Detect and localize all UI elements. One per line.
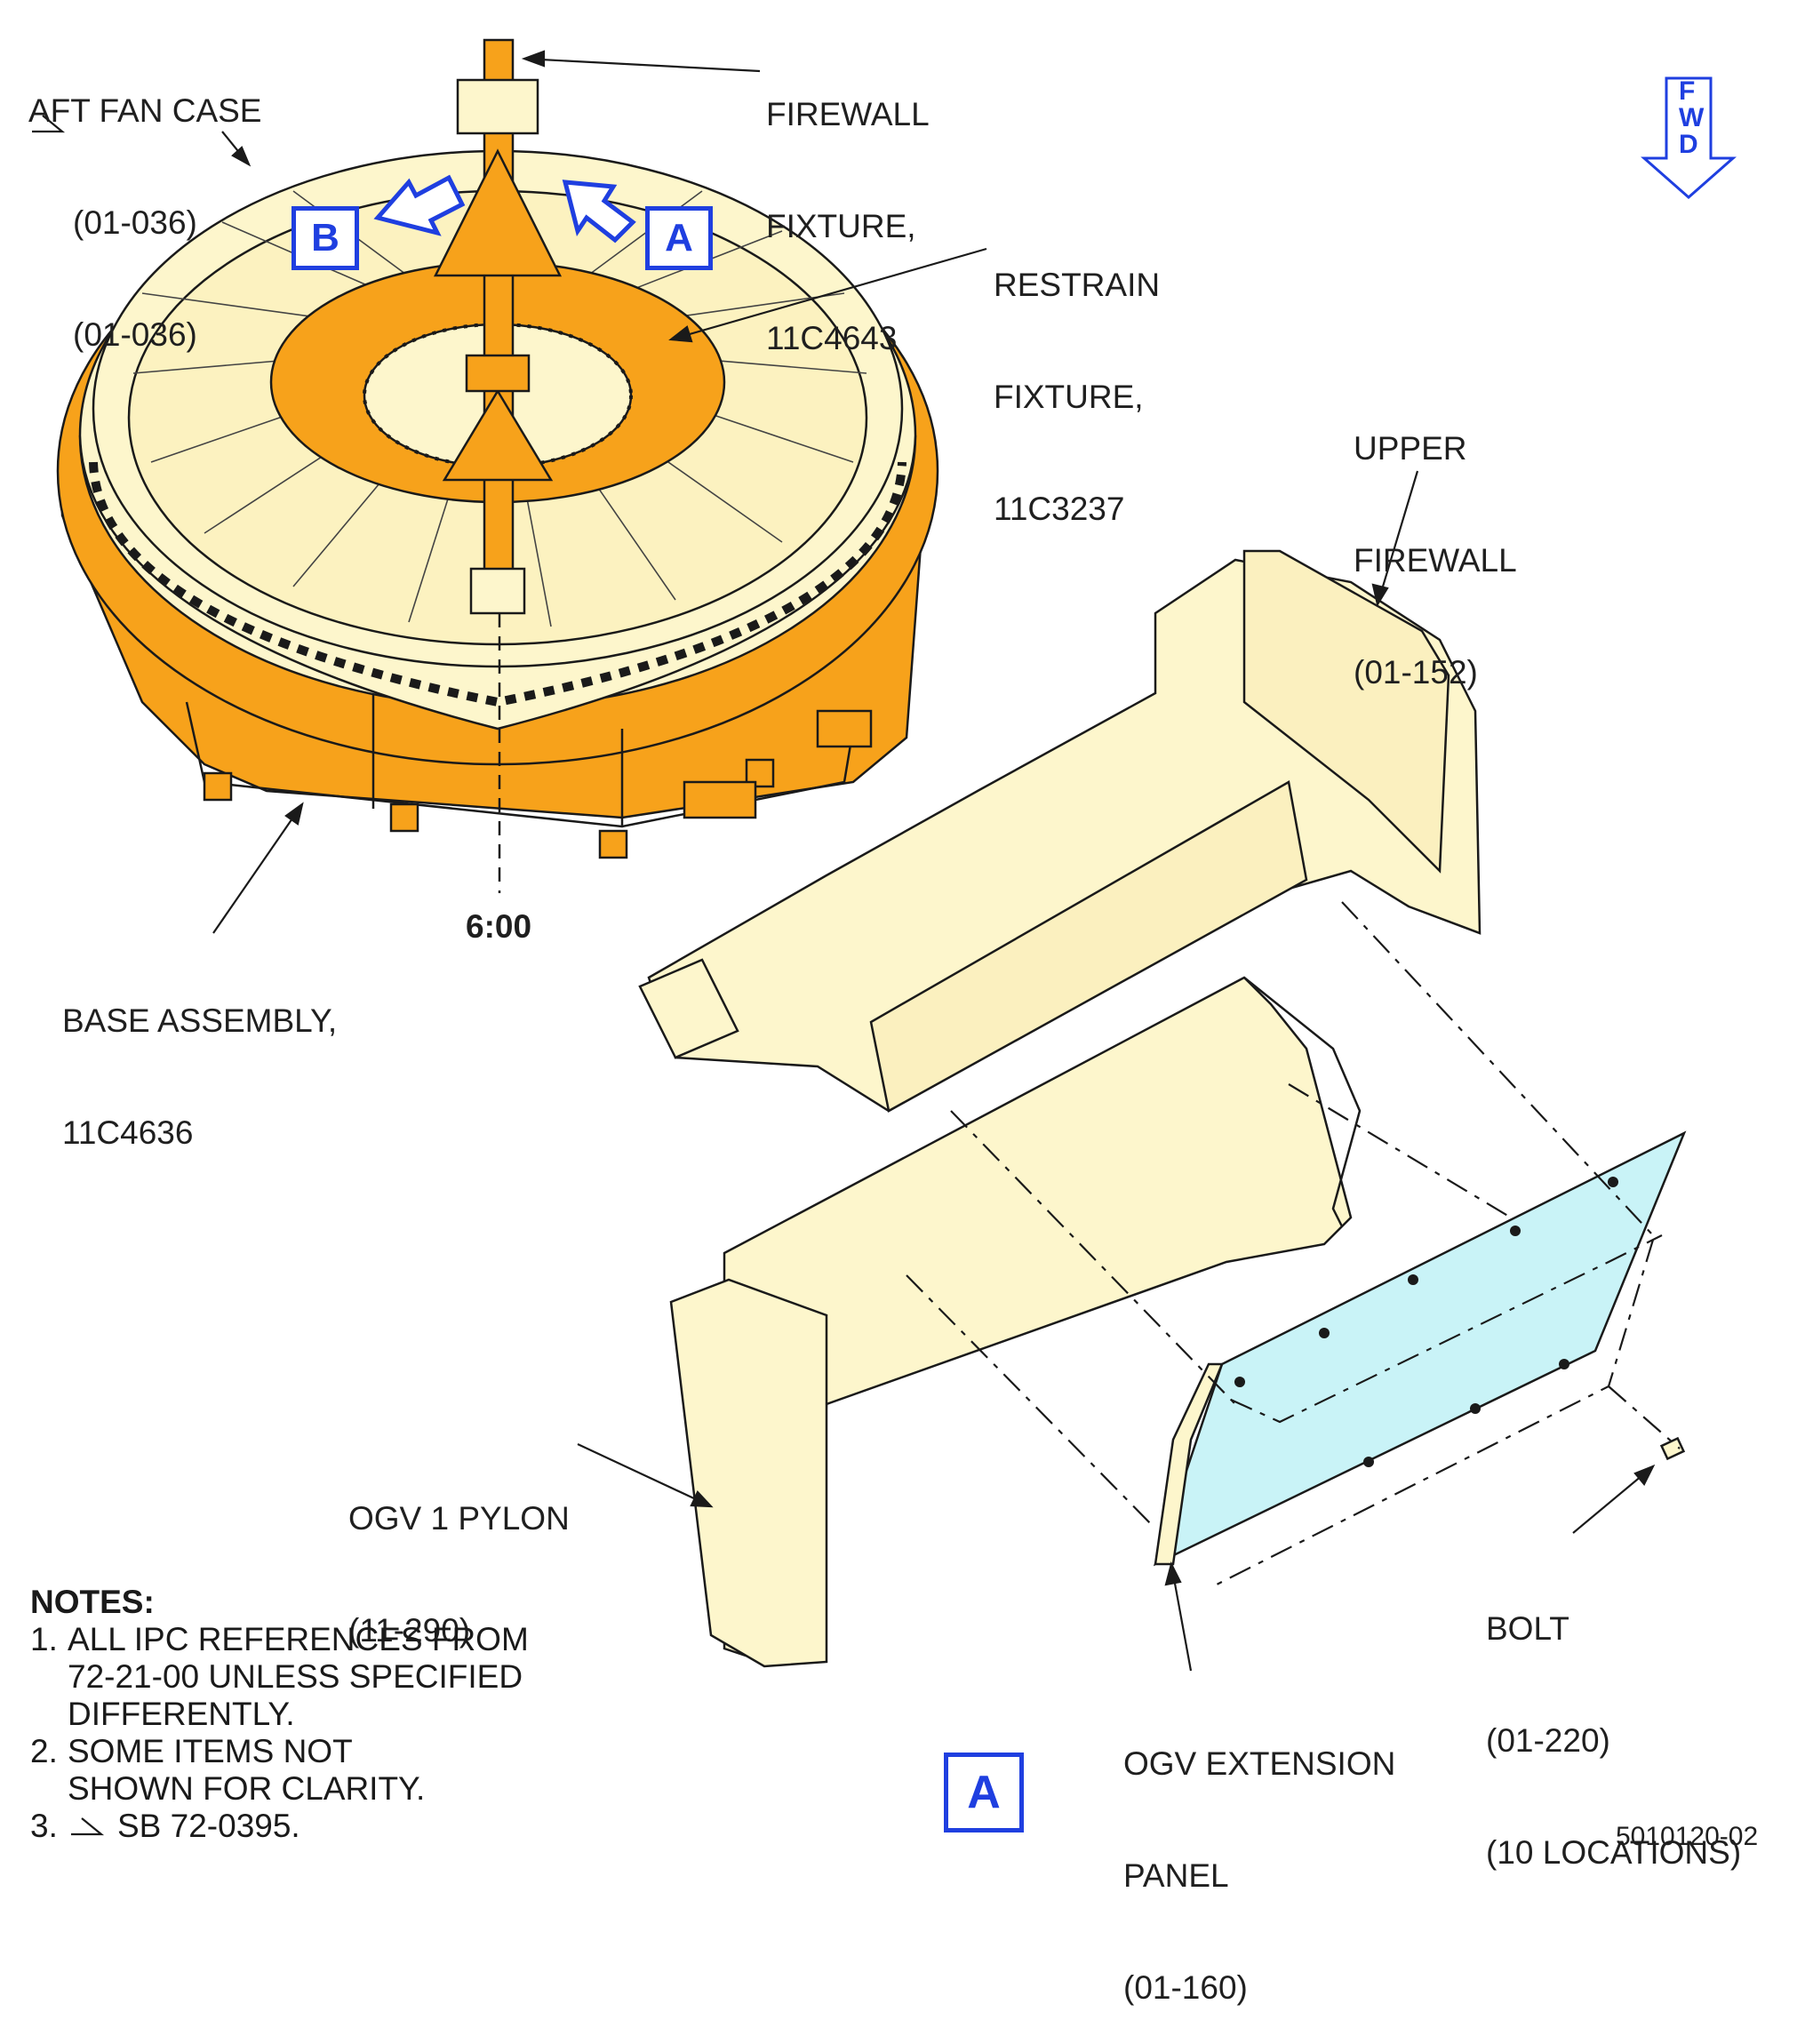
- notes-heading: NOTES:: [30, 1584, 155, 1620]
- note-1: 1. ALL IPC REFERENCES FROM 72-21-00 UNLE…: [30, 1621, 529, 1732]
- label-ogv-1-pylon: OGV 1 PYLON (11-290): [348, 1500, 570, 1649]
- phantom-lines: [906, 901, 1681, 1587]
- label-firewall-fixture: FIREWALL FIXTURE, 11C4643: [766, 96, 930, 356]
- label-restrain-fixture: RESTRAIN FIXTURE, 11C3237: [994, 267, 1161, 527]
- figure-id: 5010120-02: [1616, 1822, 1759, 1851]
- upper-firewall: [638, 549, 1482, 1113]
- note-3: 3. SB 72-0395.: [30, 1808, 300, 1844]
- label-aft-fan-case: AFT FAN CASE (01-036) (01-036): [28, 92, 262, 353]
- label-base-assembly: BASE ASSEMBLY, 11C4636: [62, 1002, 338, 1151]
- ogv-extension-panel: [1153, 1130, 1687, 1567]
- view-label-a-top: A: [645, 206, 713, 270]
- note-2: 2. SOME ITEMS NOT SHOWN FOR CLARITY.: [30, 1733, 426, 1807]
- notes-block: NOTES: 1. ALL IPC REFERENCES FROM 72-21-…: [30, 1584, 529, 1845]
- view-arrows: [373, 174, 636, 244]
- label-upper-firewall: UPPER FIREWALL (01-152): [1354, 430, 1517, 691]
- sb-flag-markers: [32, 115, 105, 1836]
- bolt: [1659, 1436, 1686, 1461]
- firewall-fixture: [433, 38, 563, 615]
- view-label-a-bottom: A: [944, 1753, 1024, 1832]
- ogv-1-pylon: [669, 976, 1362, 1668]
- label-six-oclock: 6:00: [466, 908, 532, 945]
- fwd-indicator: F W D: [1679, 76, 1705, 159]
- illustration: [32, 38, 1737, 1836]
- view-label-b: B: [292, 206, 359, 270]
- fwd-arrow: [1641, 76, 1737, 199]
- leader-lines: [212, 50, 1656, 1672]
- label-ogv-extension-panel: OGV EXTENSION PANEL (01-160): [1123, 1745, 1396, 2006]
